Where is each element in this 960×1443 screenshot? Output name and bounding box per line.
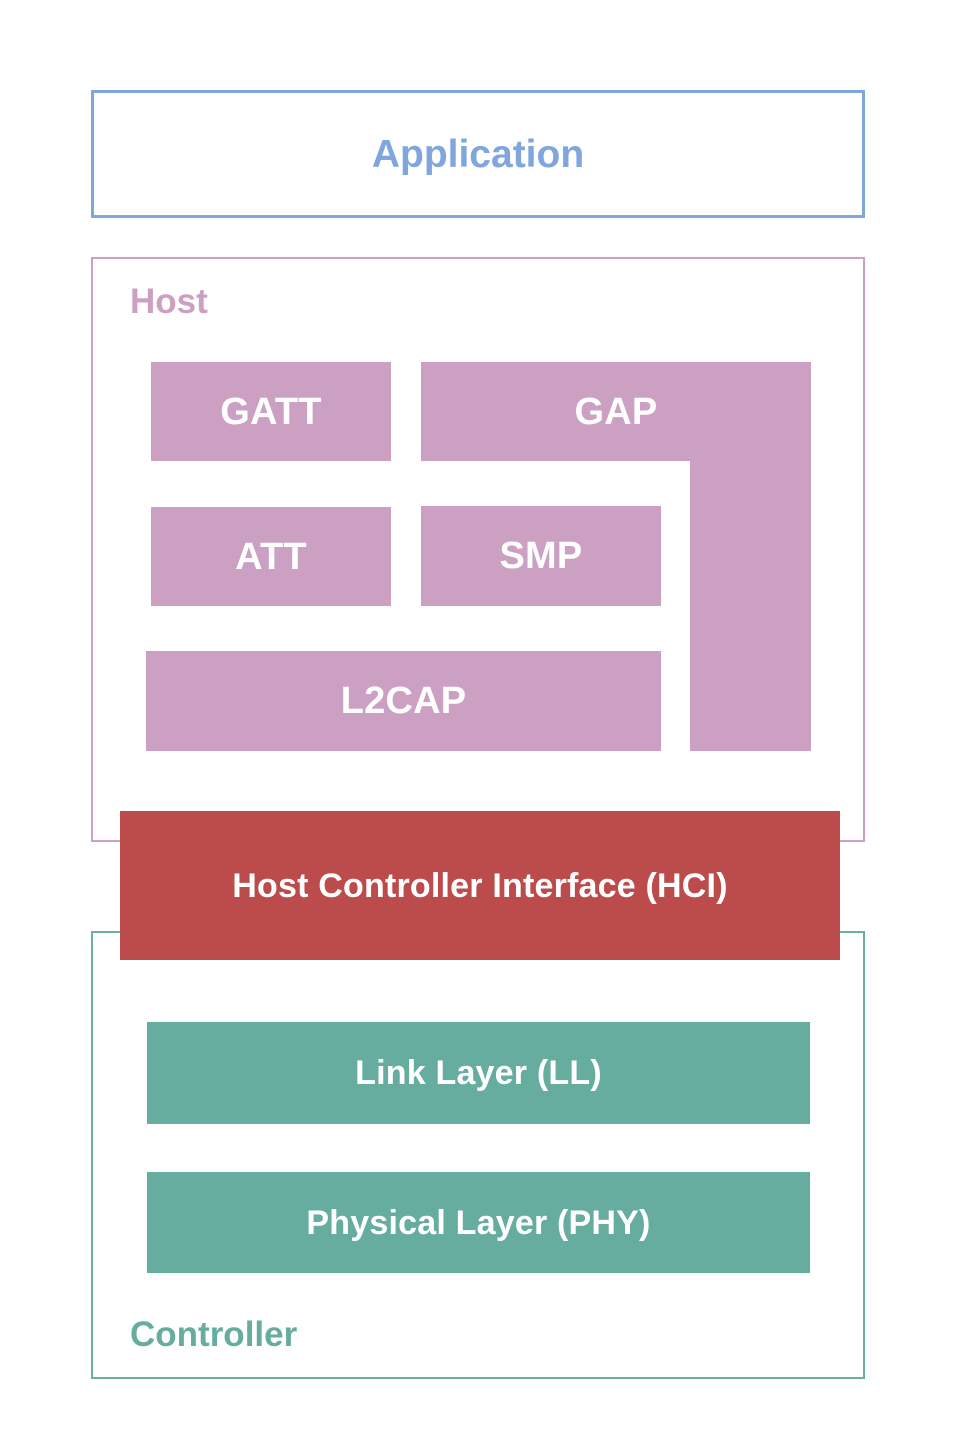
application-layer-label: Application [371, 132, 585, 176]
host-block-att: ATT [151, 507, 391, 606]
gap-top-bar [421, 362, 811, 461]
host-block-l2cap: L2CAP [146, 651, 661, 751]
controller-block-link-layer: Link Layer (LL) [147, 1022, 810, 1124]
host-controller-interface-bar: Host Controller Interface (HCI) [120, 811, 840, 960]
host-block-gap: GAP [421, 362, 811, 751]
gap-vertical-leg [690, 461, 811, 751]
host-block-smp: SMP [421, 506, 661, 606]
controller-layer-label: Controller [130, 1315, 298, 1354]
host-block-gatt: GATT [151, 362, 391, 461]
host-layer-label: Host [130, 282, 208, 321]
application-layer-box: Application [91, 90, 865, 218]
controller-layer-box [91, 931, 865, 1379]
controller-block-physical-layer: Physical Layer (PHY) [147, 1172, 810, 1273]
host-block-gap-label: GAP [574, 390, 658, 433]
